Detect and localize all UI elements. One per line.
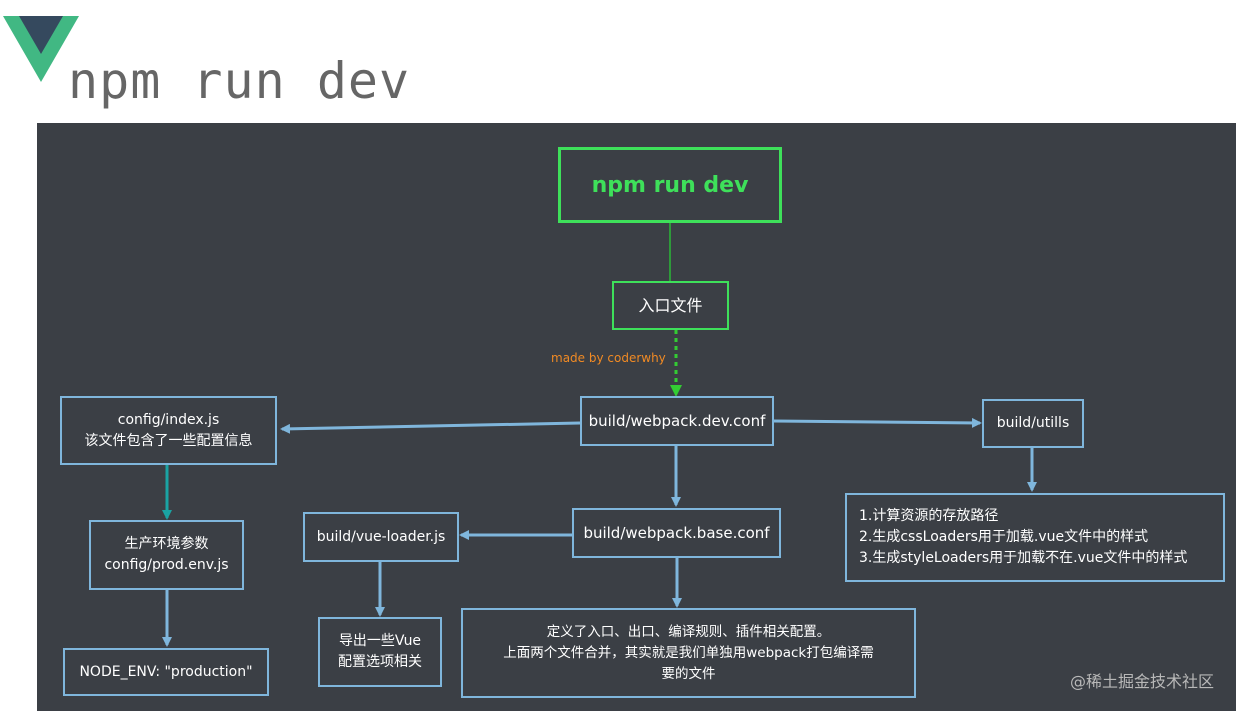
node-config-index-line2: 该文件包含了一些配置信息: [84, 432, 253, 449]
node-webpack-base-conf-label: build/webpack.base.conf: [583, 523, 770, 542]
vue-logo-icon: [3, 16, 79, 82]
node-utils-description: 1.计算资源的存放路径 2.生成cssLoaders用于加载.vue文件中的样式…: [845, 493, 1225, 582]
utils-desc-line3: 3.生成styleLoaders用于加载不在.vue文件中的样式: [859, 550, 1188, 566]
node-prod-env-line1: 生产环境参数: [124, 536, 209, 552]
watermark: @稀土掘金技术社区: [1069, 672, 1214, 691]
node-base-description: 定义了入口、出口、编译规则、插件相关配置。 上面两个文件合并，其实就是我们单独用…: [461, 608, 916, 698]
slide-title: npm run dev: [68, 52, 411, 110]
node-node-env-label: NODE_ENV: "production": [79, 663, 253, 680]
base-desc-line3: 要的文件: [661, 665, 716, 682]
annotation-made-by: made by coderwhy: [551, 351, 666, 365]
node-prod-env: 生产环境参数 config/prod.env.js: [89, 520, 244, 590]
node-vue-loader: build/vue-loader.js: [303, 512, 459, 562]
node-node-env: NODE_ENV: "production": [63, 648, 269, 696]
base-desc-line1: 定义了入口、出口、编译规则、插件相关配置。: [546, 623, 831, 640]
node-npm-run-dev: npm run dev: [558, 147, 782, 223]
utils-desc-line2: 2.生成cssLoaders用于加载.vue文件中的样式: [859, 529, 1149, 545]
node-config-index: config/index.js 该文件包含了一些配置信息: [60, 396, 277, 465]
node-entry-file: 入口文件: [612, 281, 729, 330]
node-build-utils-label: build/utills: [996, 415, 1070, 431]
node-entry-file-label: 入口文件: [638, 296, 703, 315]
utils-desc-line1: 1.计算资源的存放路径: [859, 508, 999, 524]
node-build-utils: build/utills: [982, 399, 1084, 448]
node-config-index-line1: config/index.js: [117, 411, 220, 428]
node-webpack-dev-conf-label: build/webpack.dev.conf: [588, 411, 766, 430]
node-vue-options: 导出一些Vue 配置选项相关: [318, 617, 442, 687]
base-desc-line2: 上面两个文件合并，其实就是我们单独用webpack打包编译需: [503, 644, 874, 661]
node-prod-env-line2: config/prod.env.js: [104, 557, 229, 573]
node-vue-options-line2: 配置选项相关: [338, 654, 422, 670]
node-vue-loader-label: build/vue-loader.js: [316, 528, 446, 545]
node-webpack-base-conf: build/webpack.base.conf: [572, 508, 781, 558]
node-vue-options-line1: 导出一些Vue: [338, 633, 422, 649]
node-npm-run-dev-label: npm run dev: [591, 172, 749, 198]
node-webpack-dev-conf: build/webpack.dev.conf: [580, 396, 774, 446]
